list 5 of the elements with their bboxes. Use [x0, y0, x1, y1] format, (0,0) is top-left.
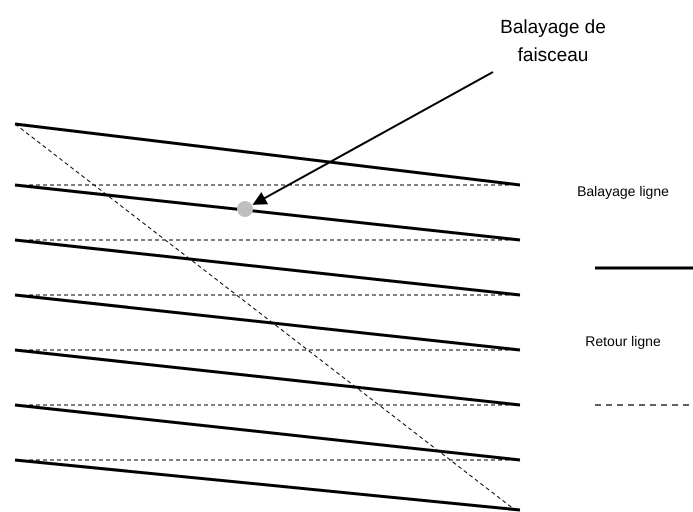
legend-label: Retour ligne — [584, 332, 662, 351]
legend-label: Balayage ligne — [576, 182, 670, 201]
beam-spot — [237, 201, 253, 217]
arrow — [252, 71, 494, 206]
callout-label: Balayage de faisceau — [478, 14, 628, 70]
